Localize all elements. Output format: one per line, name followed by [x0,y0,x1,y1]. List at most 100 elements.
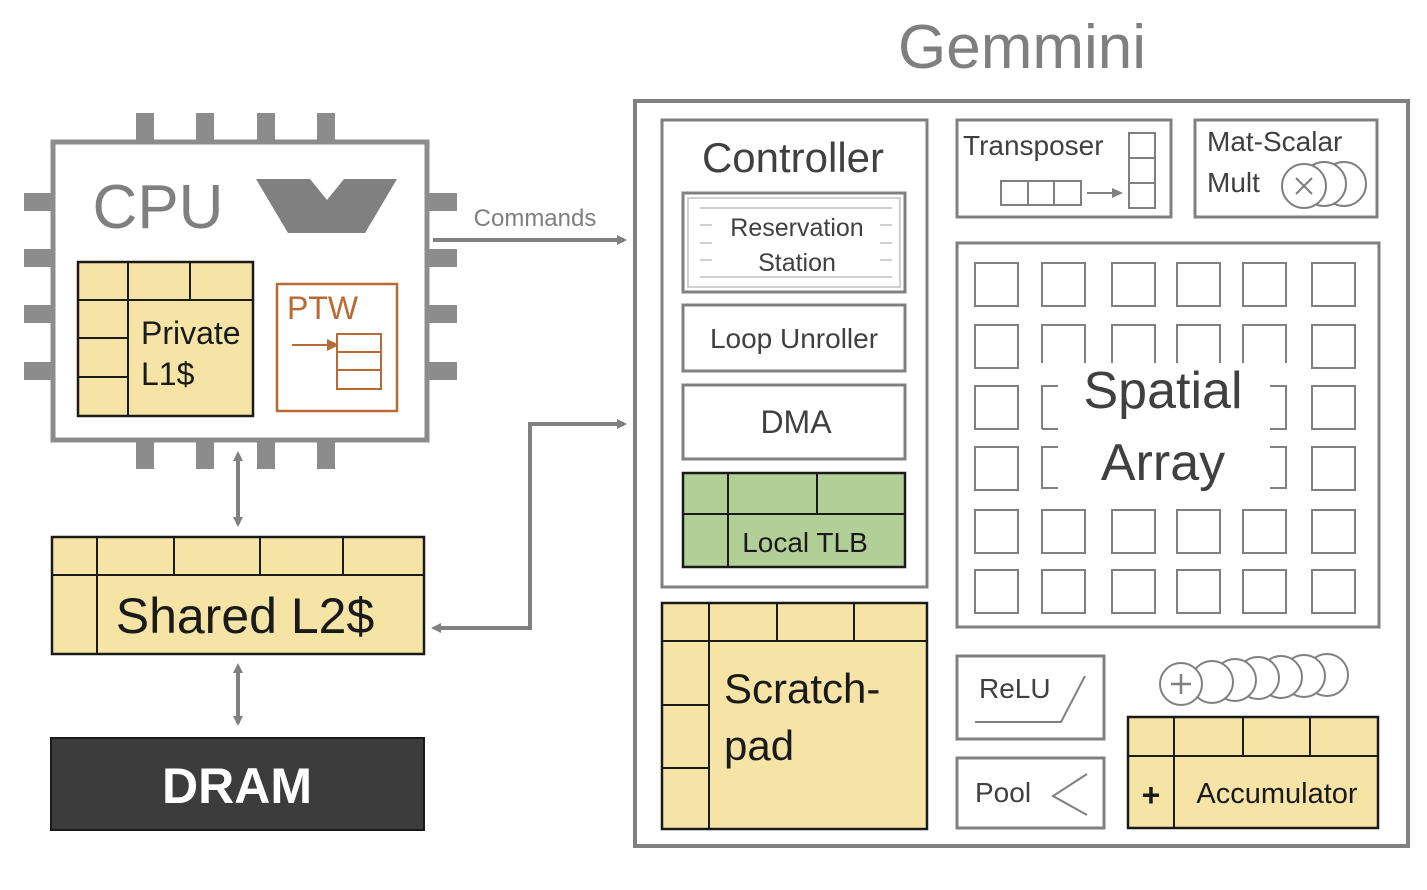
cpu-pin [24,193,54,211]
loop-unroller-label: Loop Unroller [710,323,878,354]
accumulator-plus-icon: + [1142,777,1161,813]
scratchpad-label-line1: Scratch- [724,665,880,712]
transposer-block: Transposer [955,118,1173,219]
processing-element [1311,262,1356,307]
ptw-block: PTW [275,282,399,413]
processing-element [1311,385,1356,430]
ptw-arrow-icon [327,339,339,351]
l2-gemmini-arrow [431,419,627,633]
cpu-pin [427,193,457,211]
accumulator-label: Accumulator [1196,778,1358,810]
private-l1-cache: Private L1$ [76,260,255,418]
gemmini-title: Gemmini [898,13,1146,82]
adder-stack [1159,653,1349,706]
processing-element [1041,262,1086,307]
processing-element [1311,446,1356,491]
controller-block: Controller Reservation Station Loop Unro… [660,118,929,589]
cpu-chip: CPU Private L1$ PTW [24,113,457,469]
processing-element [974,509,1019,554]
reservation-label-line2: Station [758,249,836,277]
private-l1-label-line1: Private [141,315,241,351]
local-tlb: Local TLB [681,471,907,569]
processing-element [1111,262,1156,307]
processing-element-fragment [1041,385,1058,429]
controller-title: Controller [702,134,884,181]
processing-element-fragment [1111,324,1156,363]
mat-scalar-label-line1: Mat-Scalar [1207,126,1342,157]
processing-element [1242,509,1287,554]
reservation-label-line1: Reservation [730,214,863,242]
reservation-station: Reservation Station [681,191,907,294]
spatial-label-line2: Array [1101,434,1225,492]
dma-label: DMA [760,404,832,440]
dram-label: DRAM [162,758,312,814]
cpu-pin [427,249,457,267]
pool-label: Pool [975,777,1031,808]
processing-element [1041,509,1086,554]
alu-icon [256,179,397,233]
processing-element [974,569,1019,614]
processing-element [1111,509,1156,554]
shared-l2-cache: Shared L2$ [50,535,426,656]
processing-element-fragment [1242,324,1287,363]
cpu-pin [196,113,214,143]
cpu-pin [257,439,275,469]
transposer-arrow-icon [1112,188,1123,198]
transposer-label: Transposer [963,130,1104,161]
processing-element [974,324,1019,369]
cpu-pin [196,439,214,469]
processing-element-fragment [1176,324,1221,363]
cpu-pin [317,439,335,469]
cpu-pin [257,113,275,143]
processing-element [1311,569,1356,614]
spatial-array: Spatial Array [955,241,1381,629]
relu-curve-icon [975,675,1086,723]
processing-element [974,385,1019,430]
processing-element [1111,569,1156,614]
ptw-table-icon [336,333,382,390]
processing-element [1176,569,1221,614]
commands-label: Commands [474,205,597,232]
processing-element-fragment [1270,385,1287,430]
processing-element [1176,509,1221,554]
ptw-label: PTW [287,290,359,326]
mat-scalar-block: Mat-Scalar Mult [1193,118,1379,219]
shared-l2-label: Shared L2$ [116,588,375,644]
relu-label: ReLU [979,673,1051,704]
cpu-pin [317,113,335,143]
loop-unroller-box [681,303,907,373]
cpu-pin [427,305,457,323]
cpu-pin [136,113,154,143]
transposer-column-icon [1128,132,1156,209]
transposer-row-icon [1000,180,1082,206]
accumulator: + Accumulator [1126,715,1380,830]
cpu-pin [427,362,457,380]
relu-block: ReLU [955,654,1106,741]
pe-grid [974,262,1356,614]
processing-element-fragment [1270,446,1287,489]
processing-element [1242,262,1287,307]
cpu-pin [136,439,154,469]
cpu-pin [24,305,54,323]
dram-block: DRAM [50,737,425,831]
private-l1-label-line2: L1$ [141,356,195,392]
cpu-pin [24,249,54,267]
local-tlb-label: Local TLB [742,527,868,558]
cpu-pin [24,362,54,380]
processing-element [1311,509,1356,554]
processing-element-fragment [1041,446,1058,489]
processing-element [1176,262,1221,307]
processing-element [974,446,1019,491]
processing-element [1242,569,1287,614]
processing-element [1311,324,1356,369]
cpu-label: CPU [93,173,224,242]
spatial-label-line1: Spatial [1084,362,1243,420]
pool-block: Pool [955,756,1106,830]
processing-element-fragment [1041,324,1086,363]
pool-icon [1051,773,1088,816]
processing-element [974,262,1019,307]
mat-scalar-label-line2: Mult [1207,167,1260,198]
processing-element [1041,569,1086,614]
dma-box [681,383,907,461]
scratchpad: Scratch- pad [660,601,929,831]
